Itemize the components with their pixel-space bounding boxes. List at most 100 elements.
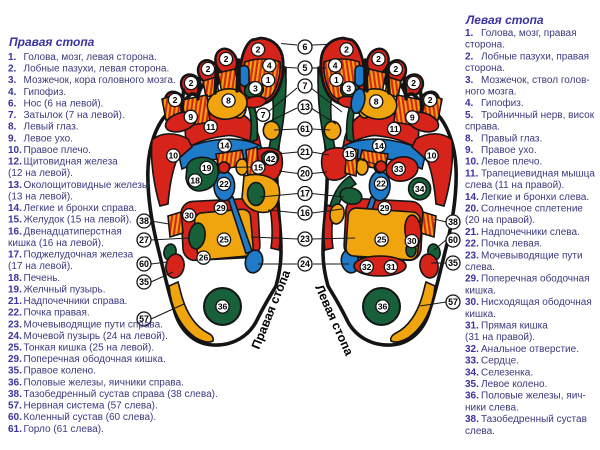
svg-text:сторона.: сторона.	[465, 40, 505, 51]
svg-text:ного мозга.: ного мозга.	[465, 87, 517, 98]
svg-text:7.Затылок (7 на левой).: 7.Затылок (7 на левой).	[8, 110, 125, 121]
svg-text:29.Поперечная ободочная: 29.Поперечная ободочная	[465, 273, 590, 285]
svg-text:38: 38	[139, 216, 149, 226]
svg-text:33.Сердце.: 33.Сердце.	[465, 356, 519, 367]
svg-text:1.Голова, мозг, правая: 1.Голова, мозг, правая	[465, 28, 577, 39]
svg-text:35.Левое колено.: 35.Левое колено.	[465, 379, 547, 390]
svg-text:29: 29	[216, 203, 226, 213]
svg-text:2.Лобные пазухи, левая сторона: 2.Лобные пазухи, левая сторона.	[8, 63, 169, 75]
svg-text:6.Нос (6 на левой).: 6.Нос (6 на левой).	[8, 99, 103, 110]
svg-text:(31 на правой).: (31 на правой).	[465, 332, 535, 343]
svg-text:30: 30	[184, 210, 194, 220]
svg-text:2: 2	[376, 54, 381, 64]
svg-text:30.Нисходящая ободочная: 30.Нисходящая ободочная	[465, 296, 592, 308]
svg-text:57: 57	[139, 314, 149, 324]
svg-text:10: 10	[427, 151, 437, 161]
svg-text:3: 3	[346, 83, 351, 93]
svg-text:3: 3	[253, 83, 258, 93]
svg-text:14.Легкие и бронхи слева.: 14.Легкие и бронхи слева.	[465, 191, 589, 203]
svg-text:6: 6	[303, 42, 308, 52]
svg-text:(17 на левой).: (17 на левой).	[8, 261, 73, 272]
svg-text:60.Коленный сустав (60 слева).: 60.Коленный сустав (60 слева).	[8, 412, 156, 423]
svg-text:14: 14	[220, 141, 230, 151]
svg-text:8.Левый глаз.: 8.Левый глаз.	[8, 122, 79, 133]
svg-text:1: 1	[334, 75, 339, 85]
svg-text:14.Легкие и бронхи справа.: 14.Легкие и бронхи справа.	[8, 202, 137, 214]
svg-text:21.Надпочечники слева.: 21.Надпочечники слева.	[465, 227, 580, 238]
svg-text:31: 31	[386, 262, 396, 272]
svg-text:34.Селезенка.: 34.Селезенка.	[465, 367, 533, 378]
svg-text:9: 9	[410, 112, 415, 122]
svg-text:15: 15	[345, 149, 355, 159]
svg-text:сторона.: сторона.	[465, 63, 505, 74]
svg-text:5.Тройничный нерв, висок: 5.Тройничный нерв, висок	[465, 110, 595, 121]
svg-text:25: 25	[219, 235, 229, 245]
svg-text:57.Нервная система (57 слева).: 57.Нервная система (57 слева).	[8, 401, 158, 412]
svg-text:32.Анальное отверстие.: 32.Анальное отверстие.	[465, 344, 579, 355]
svg-text:8: 8	[226, 96, 231, 106]
svg-text:7: 7	[303, 81, 308, 91]
svg-text:3.Мозжечок, кора головного моз: 3.Мозжечок, кора головного мозга.	[8, 75, 176, 86]
svg-text:13: 13	[300, 102, 310, 112]
svg-text:9.Правое ухо.: 9.Правое ухо.	[465, 145, 537, 156]
svg-text:19: 19	[202, 163, 212, 173]
svg-text:5: 5	[303, 63, 308, 73]
svg-text:Правая стопа: Правая стопа	[9, 35, 95, 49]
svg-text:35.Правое колено.: 35.Правое колено.	[8, 366, 96, 377]
svg-text:36: 36	[218, 302, 228, 312]
svg-text:10.Правое плечо.: 10.Правое плечо.	[8, 145, 91, 156]
svg-text:20: 20	[300, 169, 310, 179]
svg-text:23.Мочевыводящие пути справа.: 23.Мочевыводящие пути справа.	[8, 319, 163, 330]
svg-text:2: 2	[224, 54, 229, 64]
svg-text:2: 2	[393, 64, 398, 74]
svg-text:29.Поперечная ободочная кишка.: 29.Поперечная ободочная кишка.	[8, 353, 166, 365]
svg-text:10.Левое плечо.: 10.Левое плечо.	[465, 157, 542, 168]
svg-text:22: 22	[376, 179, 386, 189]
svg-text:(13 на левой).: (13 на левой).	[8, 191, 73, 202]
svg-text:2: 2	[428, 95, 433, 105]
svg-text:3.Мозжечок, ствол голов-: 3.Мозжечок, ствол голов-	[465, 75, 590, 86]
svg-text:24.Мочевой пузырь (24 на левой: 24.Мочевой пузырь (24 на левой).	[8, 331, 168, 342]
svg-text:34: 34	[415, 184, 425, 194]
svg-text:16: 16	[300, 208, 310, 218]
svg-text:кишка.: кишка.	[465, 309, 496, 320]
svg-text:2: 2	[411, 78, 416, 88]
svg-text:слева.: слева.	[465, 426, 495, 437]
svg-text:4: 4	[333, 60, 338, 70]
svg-text:8.Правый глаз.: 8.Правый глаз.	[465, 133, 542, 144]
svg-text:2: 2	[256, 45, 261, 55]
svg-text:38.Тазобедренный сустав справа: 38.Тазобедренный сустав справа (38 слева…	[8, 388, 218, 400]
svg-text:38: 38	[448, 217, 458, 227]
svg-text:справа.: справа.	[465, 122, 500, 133]
svg-text:Левая стопа: Левая стопа	[465, 13, 544, 27]
svg-text:29: 29	[380, 203, 390, 213]
svg-text:12.Щитовидная железа: 12.Щитовидная железа	[8, 157, 118, 168]
svg-text:35: 35	[448, 258, 458, 268]
svg-text:7: 7	[261, 110, 266, 120]
svg-text:61: 61	[300, 124, 310, 134]
svg-text:1.Голова, мозг, левая сторона.: 1.Голова, мозг, левая сторона.	[8, 52, 157, 63]
svg-text:19.Желчный пузырь.: 19.Желчный пузырь.	[8, 284, 105, 295]
svg-text:9.Левое ухо.: 9.Левое ухо.	[8, 133, 73, 144]
svg-text:14: 14	[374, 141, 384, 151]
svg-text:22.Почка левая.: 22.Почка левая.	[465, 239, 542, 250]
svg-text:2.Лобные пазухи, правая: 2.Лобные пазухи, правая	[465, 50, 589, 62]
svg-text:30: 30	[407, 236, 417, 246]
svg-text:57: 57	[448, 297, 458, 307]
svg-text:кишка.: кишка.	[465, 285, 496, 296]
svg-text:9: 9	[188, 112, 193, 122]
svg-text:кишка (16 на левой).: кишка (16 на левой).	[8, 238, 104, 249]
svg-text:(12 на левой).: (12 на левой).	[8, 168, 73, 179]
svg-text:2: 2	[344, 45, 349, 55]
svg-text:11.Трапециевидная мышца: 11.Трапециевидная мышца	[465, 168, 595, 179]
svg-text:слева (11 на правой).: слева (11 на правой).	[465, 180, 564, 191]
svg-text:21: 21	[300, 147, 310, 157]
svg-text:(20 на правой).: (20 на правой).	[465, 215, 535, 226]
svg-text:10: 10	[169, 151, 179, 161]
svg-text:20.Солнечное сплетение: 20.Солнечное сплетение	[465, 204, 583, 215]
svg-text:35: 35	[139, 277, 149, 287]
svg-text:25: 25	[377, 235, 387, 245]
svg-text:8: 8	[374, 97, 379, 107]
svg-text:16.Двенадцатиперстная: 16.Двенадцатиперстная	[8, 226, 122, 237]
svg-text:2: 2	[206, 64, 211, 74]
